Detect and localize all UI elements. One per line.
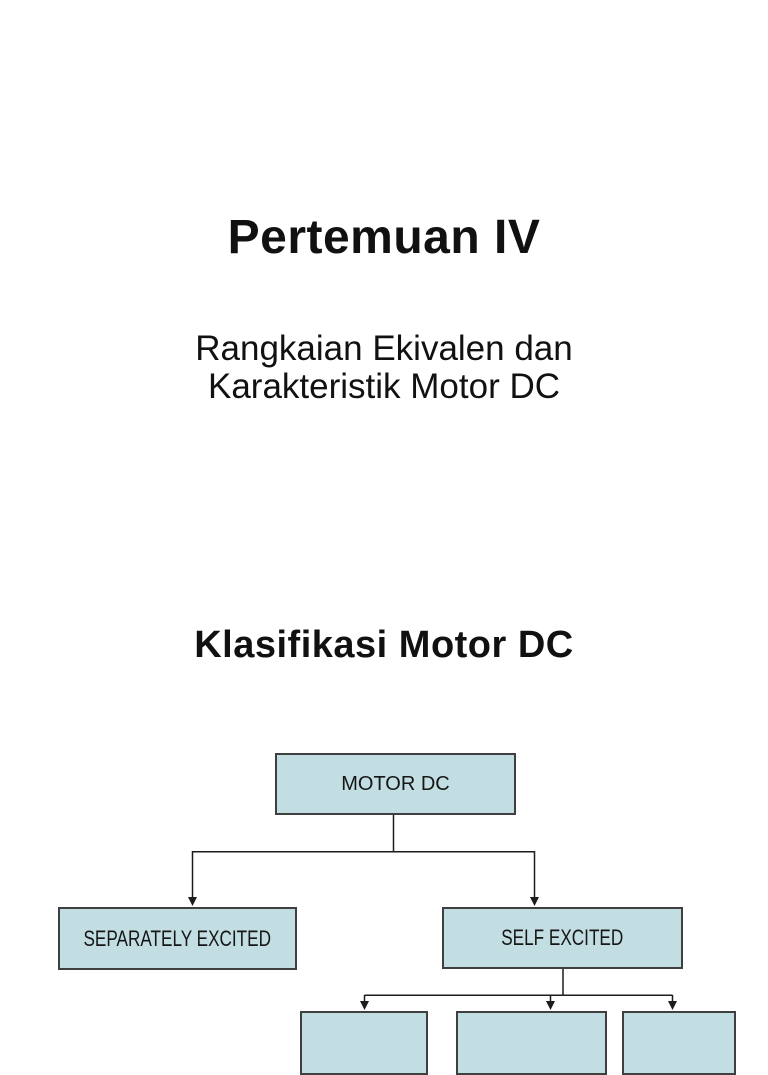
arrowhead-b2 xyxy=(546,1001,555,1010)
flowchart-node-bottom-3 xyxy=(622,1011,736,1075)
slide-document-page: Pertemuan IV Rangkaian Ekivalen dan Kara… xyxy=(0,211,768,1075)
page-subtitle: Rangkaian Ekivalen dan Karakteristik Mot… xyxy=(0,330,768,406)
flowchart-connectors xyxy=(188,811,677,1010)
subtitle-line-1: Rangkaian Ekivalen dan xyxy=(195,329,573,368)
arrowhead-right xyxy=(530,897,539,906)
node-motor-dc-label: MOTOR DC xyxy=(341,772,450,795)
arrowhead-b1 xyxy=(360,1001,369,1010)
flowchart-node-bottom-2 xyxy=(456,1011,607,1075)
page-title: Pertemuan IV xyxy=(227,211,541,264)
flowchart-node-bottom-1 xyxy=(300,1011,428,1075)
flowchart-node-separately-excited: SEPARATELY EXCITED xyxy=(58,907,297,970)
section-heading: Klasifikasi Motor DC xyxy=(194,624,574,666)
arrowhead-b3 xyxy=(668,1001,677,1010)
node-separately-excited-label: SEPARATELY EXCITED xyxy=(83,925,272,951)
subtitle-line-2: Karakteristik Motor DC xyxy=(207,367,561,406)
flowchart-node-self-excited: SELF EXCITED xyxy=(442,907,683,969)
flowchart-node-motor-dc: MOTOR DC xyxy=(275,753,516,815)
node-self-excited-label: SELF EXCITED xyxy=(501,925,624,950)
arrowhead-left xyxy=(188,897,197,906)
